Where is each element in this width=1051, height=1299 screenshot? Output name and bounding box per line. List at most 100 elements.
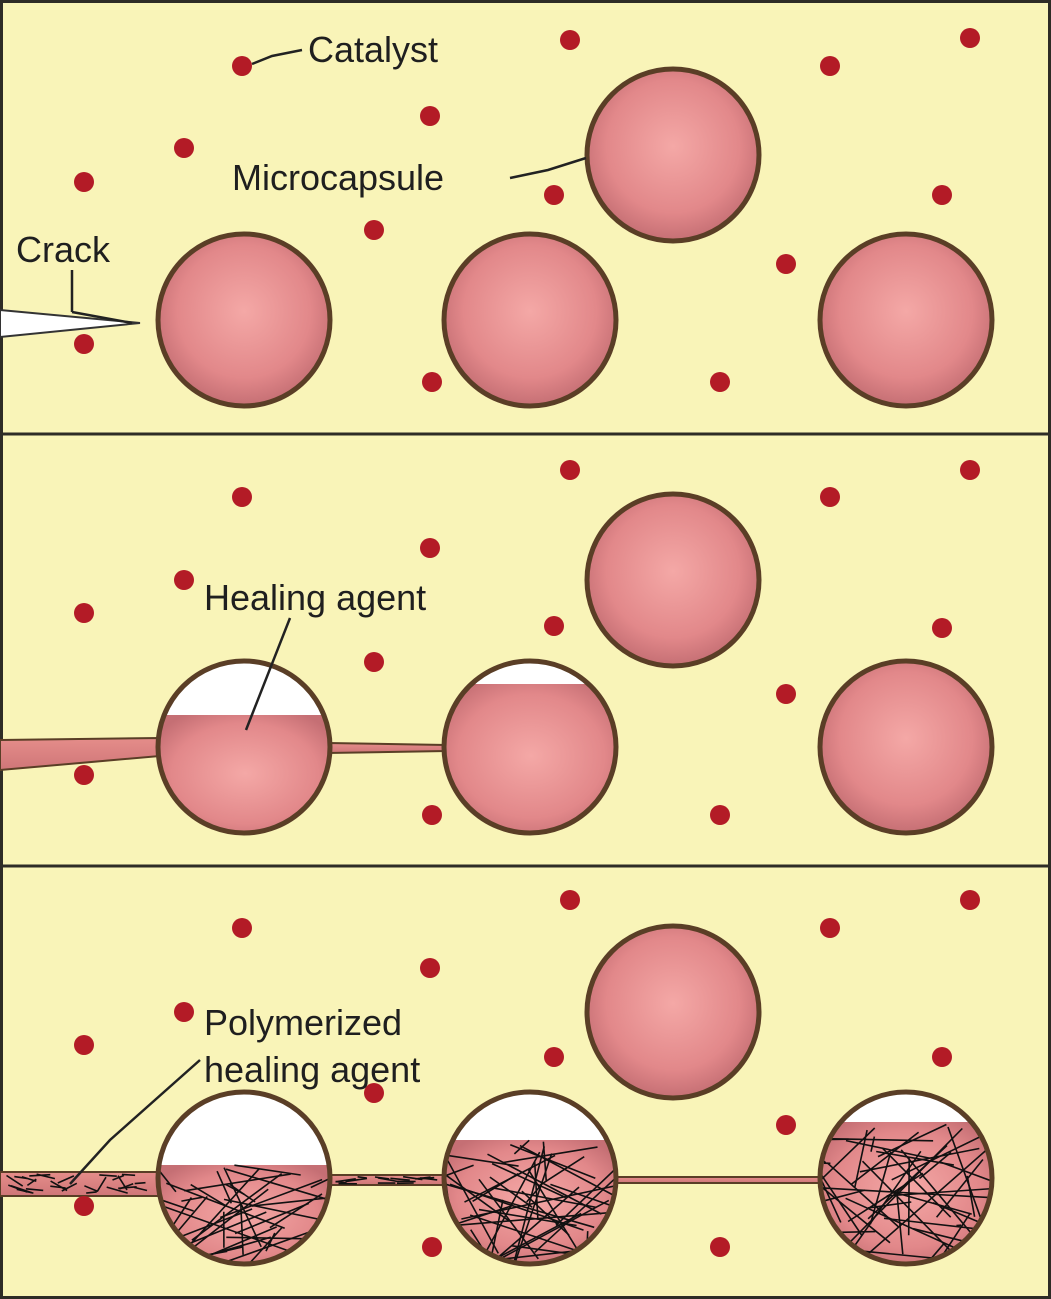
catalyst-dot: [422, 805, 442, 825]
polymer-fiber: [526, 1182, 544, 1203]
label-crack: Crack: [16, 229, 111, 270]
polymer-fiber: [482, 1151, 541, 1258]
polymer-fiber: [225, 1168, 330, 1204]
polymer-fiber: [449, 1183, 584, 1231]
polymer-fiber: [820, 1189, 866, 1203]
microcapsule: [817, 231, 995, 409]
catalyst-dot: [932, 618, 952, 638]
microcapsule: [817, 658, 995, 836]
ruptured-microcapsule: [441, 658, 619, 836]
polymer-fiber: [820, 1137, 934, 1142]
polymer-fiber: [478, 1178, 539, 1260]
label-polymerized-line1: Polymerized: [204, 1002, 402, 1043]
crack: [0, 308, 141, 339]
catalyst-dot: [776, 1115, 796, 1135]
polymer-fiber: [826, 1162, 900, 1228]
catalyst-dot: [422, 372, 442, 392]
polymer-fiber: [503, 1146, 598, 1164]
polymer-fiber: [6, 1174, 24, 1187]
polymer-fiber: [498, 1186, 580, 1258]
catalyst-dot: [364, 220, 384, 240]
catalyst-dot: [74, 603, 94, 623]
polymer-fiber: [886, 1187, 992, 1197]
polymer-fiber: [555, 1164, 616, 1226]
catalyst-dot: [776, 254, 796, 274]
polymer-fiber: [539, 1156, 585, 1186]
polymerized-leader: [69, 1059, 201, 1185]
polymer-fiber: [251, 1196, 330, 1207]
catalyst-dot: [422, 1237, 442, 1257]
polymer-fiber: [512, 1146, 545, 1264]
microcapsule: [441, 231, 619, 409]
polymerized-crack: [613, 1176, 823, 1184]
polymer-fiber: [869, 1151, 892, 1225]
label-catalyst: Catalyst: [308, 29, 438, 70]
polymer-fiber: [191, 1172, 283, 1241]
healing-agent-leader: [244, 617, 292, 731]
catalyst-dot: [232, 918, 252, 938]
catalyst-dot: [710, 805, 730, 825]
polymer-fiber: [891, 1130, 992, 1181]
polymer-fiber: [57, 1175, 75, 1184]
polymer-fiber: [25, 1188, 44, 1192]
polymer-fiber: [240, 1203, 244, 1255]
polymer-fiber: [29, 1173, 51, 1177]
polymer-fiber: [550, 1183, 612, 1207]
polymer-fiber: [84, 1185, 99, 1193]
polymer-fiber: [472, 1173, 519, 1202]
catalyst-dot: [960, 890, 980, 910]
polymer-fiber: [106, 1186, 128, 1194]
polymer-fiber: [234, 1202, 310, 1235]
polymerized-microcapsule: [817, 1089, 995, 1267]
microcapsule: [584, 491, 762, 669]
polymer-fiber: [444, 1164, 474, 1180]
catalyst-dot: [174, 138, 194, 158]
catalyst-dot: [560, 460, 580, 480]
polymer-fiber: [861, 1160, 961, 1261]
polymer-network: [6, 1173, 464, 1194]
polymer-fiber: [265, 1232, 276, 1252]
polymer-fiber: [918, 1151, 952, 1180]
catalyst-dot: [820, 487, 840, 507]
microcapsule: [155, 231, 333, 409]
catalyst-dot: [74, 1035, 94, 1055]
polymer-fiber: [485, 1199, 610, 1264]
polymer-fiber: [859, 1147, 980, 1173]
polymer-fiber: [876, 1150, 955, 1166]
polymer-fiber: [857, 1140, 992, 1264]
catalyst-dot: [364, 1083, 384, 1103]
catalyst-dot: [232, 487, 252, 507]
polymer-fiber: [390, 1177, 410, 1181]
catalyst-dot: [776, 684, 796, 704]
polymer-fiber: [121, 1173, 136, 1177]
polymer-fiber: [234, 1164, 301, 1176]
catalyst-dot: [364, 652, 384, 672]
polymer-fiber: [99, 1174, 117, 1177]
catalyst-dot: [820, 918, 840, 938]
polymer-fiber: [181, 1196, 203, 1202]
polymer-fiber: [118, 1186, 137, 1190]
polymer-fiber: [21, 1175, 37, 1183]
polymer-fiber: [86, 1191, 97, 1194]
catalyst-dot: [932, 1047, 952, 1067]
crack-leader: [71, 310, 133, 325]
catalyst-dot: [74, 334, 94, 354]
polymer-fiber: [510, 1143, 596, 1180]
polymer-fiber: [542, 1141, 548, 1182]
polymer-fiber: [907, 1158, 910, 1236]
catalyst-dot: [710, 372, 730, 392]
polymerized-microcapsule: [441, 1089, 619, 1267]
catalyst-dot: [74, 765, 94, 785]
label-polymerized-line2: healing agent: [204, 1049, 420, 1090]
polymer-fiber: [821, 1175, 863, 1236]
polymer-fiber: [245, 1226, 284, 1264]
polymer-fiber: [939, 1161, 992, 1183]
polymer-fiber: [357, 1176, 367, 1179]
polymer-fiber: [96, 1176, 107, 1192]
polymer-fiber: [377, 1177, 399, 1183]
polymer-fiber: [867, 1144, 948, 1220]
catalyst-dot: [174, 570, 194, 590]
polymer-fiber: [845, 1139, 931, 1160]
polymer-fiber: [50, 1180, 68, 1192]
polymer-fiber: [491, 1162, 567, 1199]
